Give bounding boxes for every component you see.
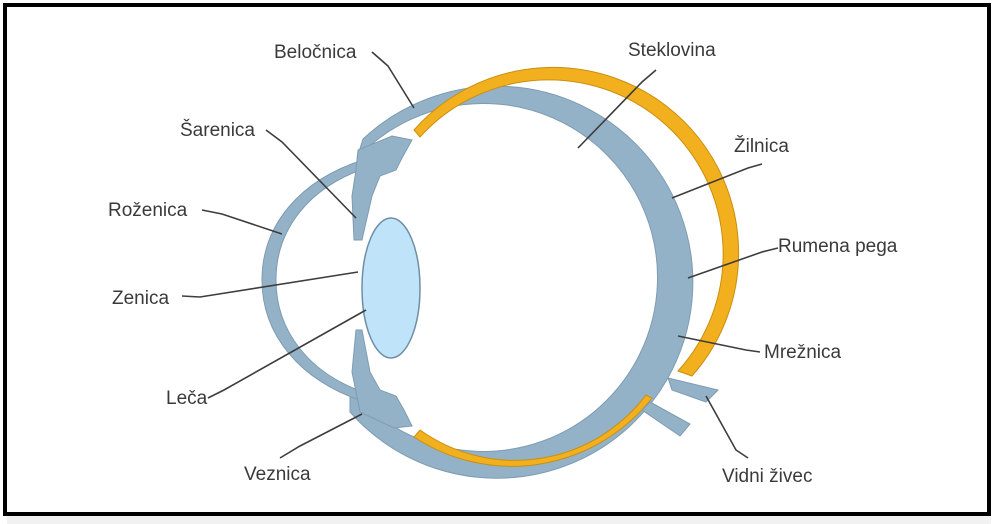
leader-mreznica: [678, 336, 760, 352]
label-mreznica: Mrežnica: [764, 342, 842, 363]
cornea: [262, 160, 363, 401]
label-rozenica: Roženica: [108, 200, 188, 221]
leader-veznica: [280, 414, 362, 458]
lens: [362, 218, 420, 358]
label-veznica: Veznica: [244, 464, 311, 485]
label-steklovina: Steklovina: [628, 40, 716, 61]
label-vidni-zivec: Vidni živec: [722, 466, 812, 487]
leader-vidni-zivec: [706, 396, 748, 458]
leader-belocnica: [372, 52, 414, 108]
label-zenica: Zenica: [112, 288, 169, 309]
label-sarenica: Šarenica: [180, 119, 255, 141]
label-rumena-pega: Rumena pega: [778, 236, 898, 257]
optic-nerve: [668, 378, 718, 402]
label-belocnica: Beločnica: [274, 42, 357, 63]
optic-nerve-lower: [642, 402, 690, 436]
label-leca: Leča: [166, 388, 208, 409]
leader-rozenica: [202, 210, 282, 234]
label-zilnica: Žilnica: [734, 135, 789, 157]
